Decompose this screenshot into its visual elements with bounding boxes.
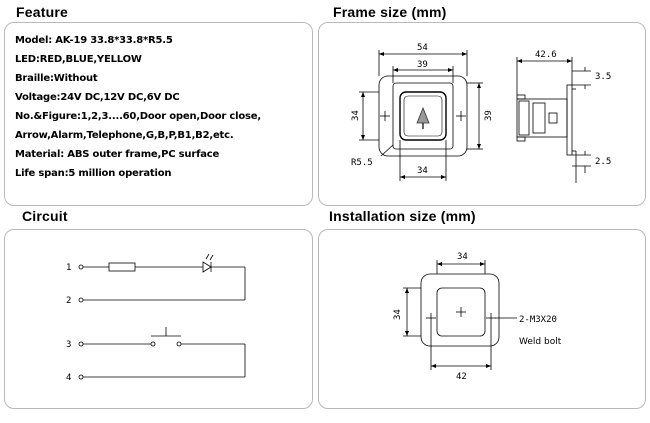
spec-figures-cont: Arrow,Alarm,Telephone,G,B,P,B1,B2,etc. — [15, 130, 234, 141]
inst-dim-left: 34 — [393, 309, 403, 320]
inst-dim-bottom: 42 — [456, 372, 467, 382]
dim-outer-width: 54 — [417, 43, 428, 53]
resistor — [108, 262, 136, 272]
feature-heading: Feature — [16, 4, 68, 20]
pin-2-label: 2 — [66, 296, 71, 306]
feature-panel: Model: AK-19 33.8*33.8*R5.5 LED:RED,BLUE… — [4, 22, 313, 206]
frame-bezel — [392, 82, 454, 150]
side-plate — [566, 84, 573, 156]
weld-bolt-label: Weld bolt — [519, 337, 562, 347]
dim-right-height: 39 — [484, 110, 494, 121]
cutout — [436, 287, 486, 337]
mounting-outline — [420, 273, 500, 347]
pin-3-label: 3 — [66, 340, 71, 350]
dim-radius: R5.5 — [351, 158, 373, 168]
circuit-diagram: 1 2 3 4 — [66, 253, 246, 383]
frame-drawing: 54 39 34 34 39 R5.5 42.6 3.5 2.5 — [351, 43, 611, 183]
pin-1-label: 1 — [66, 263, 71, 273]
spec-figures: No.&Figure:1,2,3....60,Door open,Door cl… — [15, 111, 261, 122]
pin-4-label: 4 — [66, 373, 71, 383]
dim-bottom-offset: 2.5 — [595, 157, 611, 167]
inst-dim-top: 34 — [457, 252, 468, 262]
spec-braille: Braille:Without — [15, 73, 98, 84]
dim-top-offset: 3.5 — [595, 72, 611, 82]
dim-left-height: 34 — [351, 110, 361, 121]
spec-material: Material: ABS outer frame,PC surface — [15, 149, 220, 160]
frame-button — [399, 91, 447, 141]
spec-led: LED:RED,BLUE,YELLOW — [15, 54, 142, 65]
frame-panel: 54 39 34 34 39 R5.5 42.6 3.5 2.5 — [318, 22, 646, 206]
circuit-panel: 1 2 3 4 — [4, 229, 313, 409]
led-diode — [202, 261, 212, 273]
frame-outer — [378, 75, 468, 157]
spec-model: Model: AK-19 33.8*33.8*R5.5 — [15, 35, 173, 46]
installation-panel: 34 34 42 2-M3X20 Weld bolt — [318, 229, 646, 409]
spec-lifespan: Life span:5 million operation — [15, 168, 172, 179]
arrow-symbol — [416, 106, 430, 124]
dim-depth: 42.6 — [535, 50, 557, 60]
dim-inner-width: 39 — [417, 60, 428, 70]
frame-heading: Frame size (mm) — [333, 4, 447, 20]
dim-bottom-width: 34 — [417, 166, 428, 176]
side-body — [516, 98, 568, 138]
screw-label: 2-M3X20 — [519, 315, 557, 325]
spec-voltage: Voltage:24V DC,12V DC,6V DC — [15, 92, 180, 103]
installation-drawing: 34 34 42 2-M3X20 Weld bolt — [393, 252, 562, 382]
installation-heading: Installation size (mm) — [329, 208, 476, 224]
circuit-heading: Circuit — [22, 208, 68, 224]
